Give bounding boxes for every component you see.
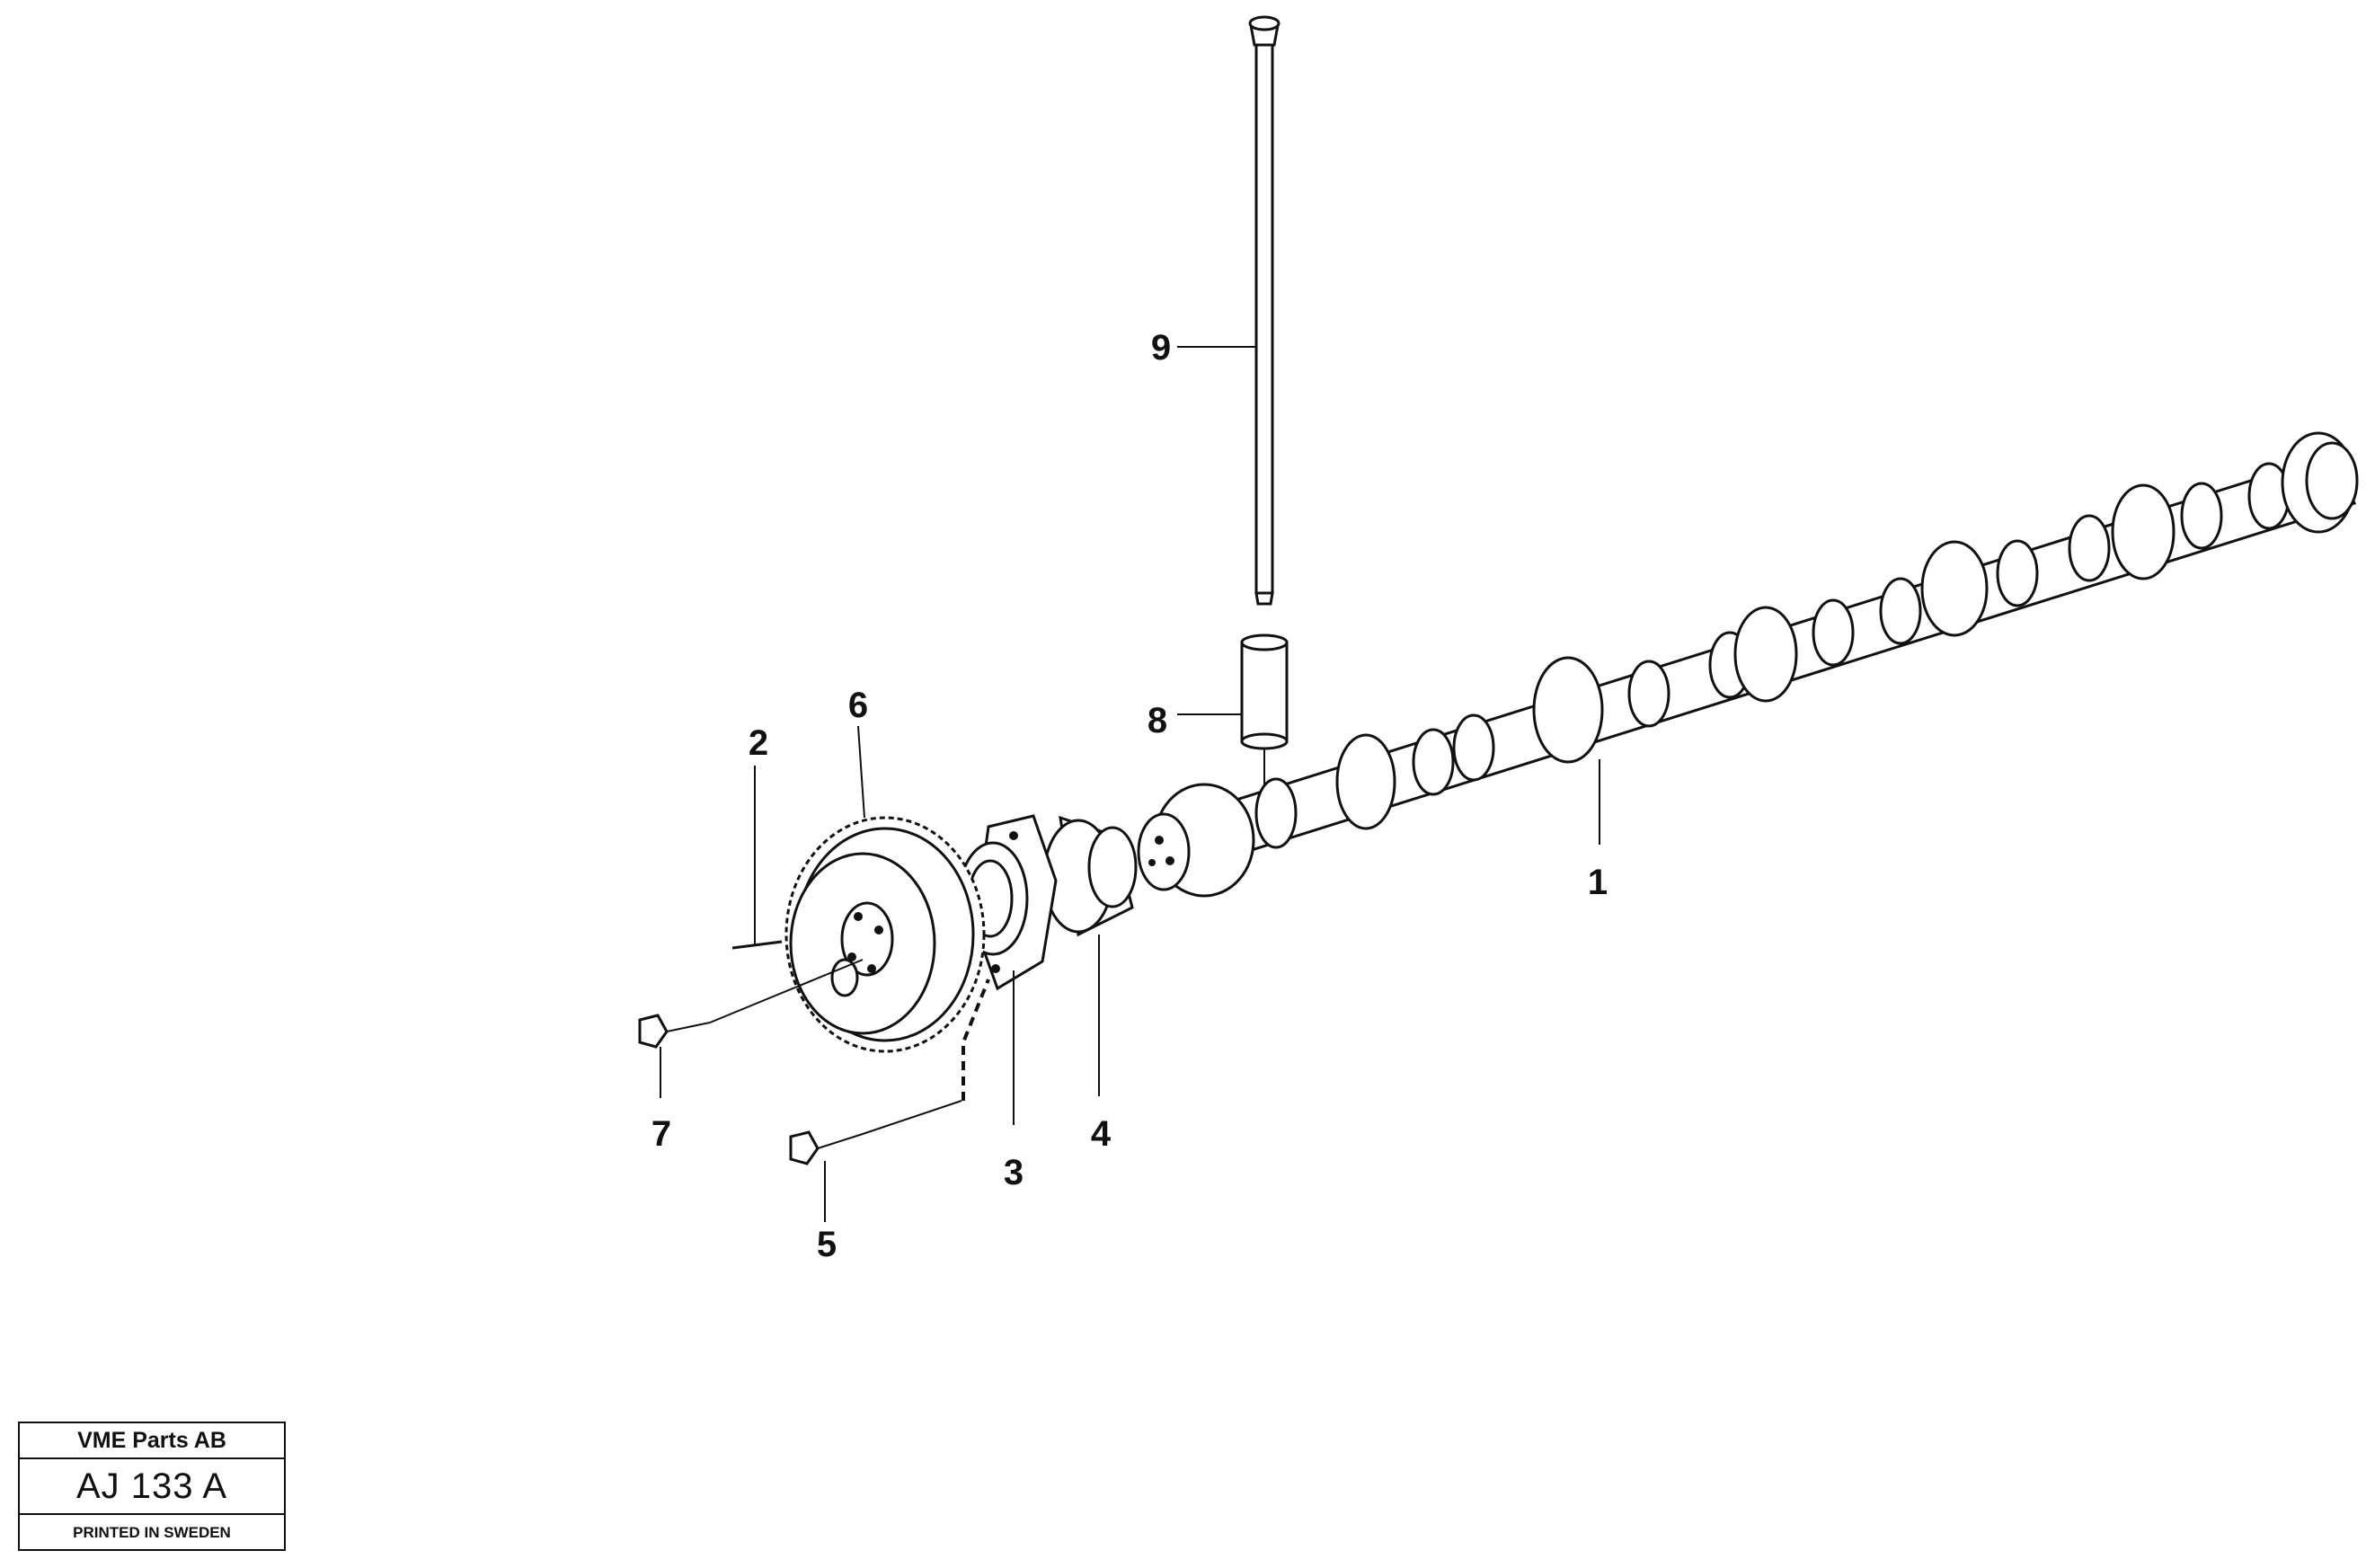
callout-4: 4 (1091, 1114, 1112, 1154)
callout-3: 3 (1004, 1153, 1024, 1192)
tappet (1240, 633, 1289, 791)
callout-8: 8 (1148, 701, 1167, 740)
printed-note: PRINTED IN SWEDEN (73, 1524, 231, 1541)
callout-5: 5 (817, 1225, 837, 1264)
callout-6: 6 (848, 686, 868, 725)
bolt-7 (638, 959, 864, 1049)
leader-lines (660, 346, 1600, 1222)
camshaft (1137, 431, 2359, 898)
drawing-number: AJ 133 A (20, 1459, 284, 1515)
callout-1: 1 (1588, 863, 1608, 902)
callout-7: 7 (651, 1114, 671, 1154)
callout-9: 9 (1151, 328, 1171, 368)
bolt-5 (789, 979, 990, 1165)
title-block: VME Parts AB AJ 133 A PRINTED IN SWEDEN (18, 1422, 286, 1551)
timing-gear (784, 816, 986, 1053)
company-name: VME Parts AB (20, 1423, 284, 1459)
bushing (1042, 815, 1138, 937)
callout-2: 2 (749, 723, 768, 763)
pin (731, 940, 783, 950)
push-rod (1248, 15, 1281, 606)
